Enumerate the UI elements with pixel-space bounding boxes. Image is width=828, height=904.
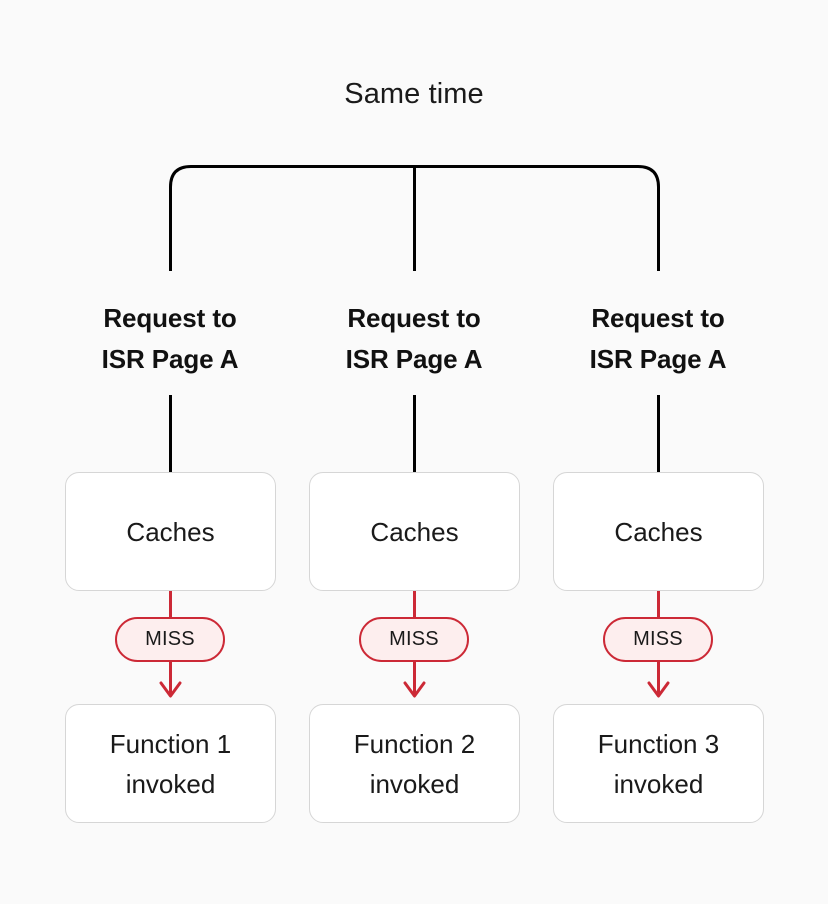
column-header-1: Request to ISR Page A xyxy=(45,298,295,380)
cache-box-1-label: Caches xyxy=(126,516,215,547)
column-header-2-line2: ISR Page A xyxy=(345,344,483,374)
arrowhead-2 xyxy=(403,681,426,698)
column-header-2-line1: Request to xyxy=(347,303,481,333)
cache-box-3: Caches xyxy=(553,472,764,591)
miss-badge-1: MISS xyxy=(115,617,225,662)
miss-badge-3-label: MISS xyxy=(633,628,683,650)
arrowhead-3 xyxy=(647,681,670,698)
function-box-1-line2: invoked xyxy=(125,768,216,799)
miss-badge-1-label: MISS xyxy=(145,628,195,650)
function-box-2-line2: invoked xyxy=(369,768,460,799)
miss-badge-3: MISS xyxy=(603,617,713,662)
cache-box-2-label: Caches xyxy=(370,516,459,547)
function-box-1: Function 1 invoked xyxy=(65,704,276,823)
miss-badge-2-label: MISS xyxy=(389,628,439,650)
cache-box-2: Caches xyxy=(309,472,520,591)
fanout-bracket xyxy=(169,165,660,271)
column-header-2: Request to ISR Page A xyxy=(289,298,539,380)
function-box-3-line2: invoked xyxy=(613,768,704,799)
function-box-2-line1: Function 2 xyxy=(353,728,476,759)
diagram-title: Same time xyxy=(344,78,484,110)
column-header-1-line2: ISR Page A xyxy=(101,344,239,374)
cache-box-3-label: Caches xyxy=(614,516,703,547)
arrowhead-1 xyxy=(159,681,182,698)
column-header-1-line1: Request to xyxy=(103,303,237,333)
miss-badge-2: MISS xyxy=(359,617,469,662)
function-box-3-line1: Function 3 xyxy=(597,728,720,759)
column-header-3-line1: Request to xyxy=(591,303,725,333)
function-box-1-line1: Function 1 xyxy=(109,728,232,759)
function-box-3: Function 3 invoked xyxy=(553,704,764,823)
column-header-3-line2: ISR Page A xyxy=(589,344,727,374)
column-header-3: Request to ISR Page A xyxy=(533,298,783,380)
function-box-2: Function 2 invoked xyxy=(309,704,520,823)
cache-box-1: Caches xyxy=(65,472,276,591)
